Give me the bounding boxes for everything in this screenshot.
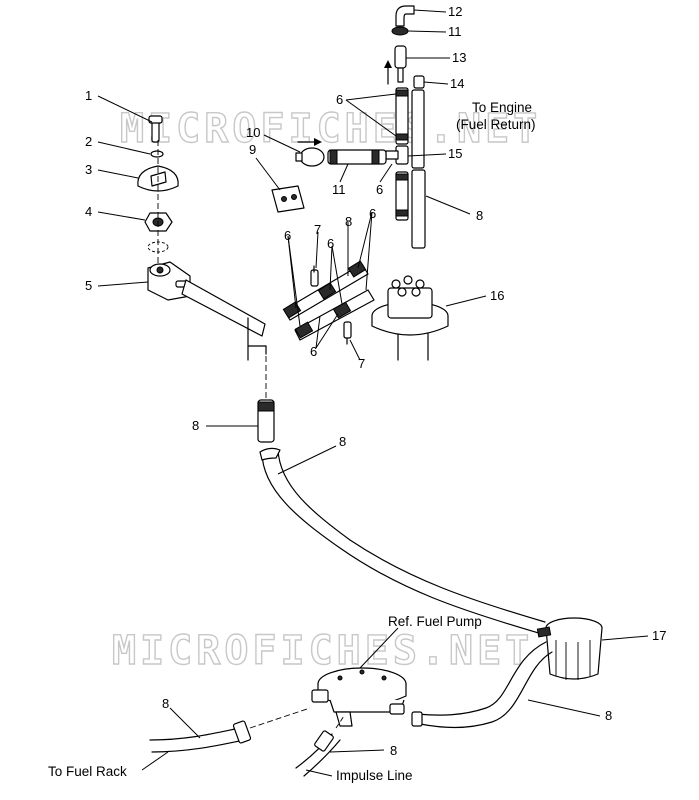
watermark-bottom: MICROFICHES.NET <box>112 628 533 674</box>
nut-part-4 <box>144 212 173 232</box>
short-hose-part-8 <box>257 399 275 443</box>
callout-15: 15 <box>448 146 462 161</box>
vertical-hose-lower-left <box>395 171 409 221</box>
callout-11-top: 11 <box>448 24 462 39</box>
impulse-line-hose <box>295 715 345 777</box>
fuel-pickup-part-16 <box>371 275 449 361</box>
callout-7-lower: 7 <box>358 356 365 371</box>
inline-filter-part-10 <box>295 147 325 167</box>
label-impulse-line: Impulse Line <box>336 768 413 783</box>
callout-10: 10 <box>246 125 260 140</box>
callout-8-short-hose: 8 <box>192 418 199 433</box>
clamp-part-11-top <box>391 26 409 36</box>
label-ref-fuel-pump: Ref. Fuel Pump <box>388 614 482 629</box>
fuel-rack-hose <box>149 707 311 753</box>
horizontal-hose-part-11 <box>327 149 387 165</box>
callout-5: 5 <box>85 278 92 293</box>
callout-6-mid-left: 6 <box>284 228 291 243</box>
hose-connector-group <box>282 260 375 341</box>
vertical-hose-part-8-right <box>411 169 426 249</box>
callout-9: 9 <box>249 142 256 157</box>
callout-12: 12 <box>448 4 462 19</box>
fuel-pump <box>311 667 407 727</box>
vertical-hose-left <box>395 87 409 145</box>
callout-4: 4 <box>85 204 92 219</box>
vertical-hose-right <box>411 89 425 169</box>
callout-16: 16 <box>490 288 504 303</box>
tee-fitting-part-7-upper <box>310 265 319 287</box>
cap-plug-part-14 <box>413 75 425 89</box>
tee-part-15 <box>385 145 409 165</box>
callout-6-mid-right: 6 <box>369 206 376 221</box>
callout-8-fuel-rack: 8 <box>162 696 169 711</box>
callout-8-filter-hose: 8 <box>605 708 612 723</box>
callout-11-hose: 11 <box>332 182 346 197</box>
check-valve-part-13 <box>394 45 407 83</box>
callout-8-vertical: 8 <box>476 208 483 223</box>
label-to-engine: To Engine <box>472 100 532 115</box>
label-to-fuel-rack: To Fuel Rack <box>48 764 127 779</box>
long-fuel-hose <box>259 447 546 635</box>
watermark-top: MICROFICHES.NET <box>120 106 541 152</box>
label-fuel-return: (Fuel Return) <box>456 117 536 132</box>
flow-arrow-up <box>384 60 392 85</box>
bracket-part-9 <box>271 185 305 213</box>
flow-arrow-right <box>297 138 322 146</box>
callout-13: 13 <box>452 50 466 65</box>
callout-7-upper: 7 <box>314 222 321 237</box>
filter-to-pump-hose <box>411 641 553 729</box>
washer-part-2 <box>150 150 164 158</box>
callout-8-impulse: 8 <box>390 743 397 758</box>
callout-6-top: 6 <box>336 92 343 107</box>
callout-3: 3 <box>85 162 92 177</box>
callout-6-hose: 6 <box>376 182 383 197</box>
callout-1: 1 <box>85 88 92 103</box>
callout-8-middle: 8 <box>345 214 352 229</box>
fuel-filter-part-17 <box>536 617 603 680</box>
callout-6-lower: 6 <box>310 344 317 359</box>
screw-part-1 <box>148 115 163 143</box>
callout-6-mid-center: 6 <box>327 236 334 251</box>
elbow-part-12 <box>395 5 415 27</box>
tee-fitting-part-7-lower <box>343 321 352 345</box>
callout-14: 14 <box>450 76 464 91</box>
callout-8-long-hose: 8 <box>339 434 346 449</box>
callout-17: 17 <box>652 628 666 643</box>
fuel-valve-part-5 <box>147 261 267 361</box>
leader-lines <box>97 9 649 777</box>
callout-2: 2 <box>85 134 92 149</box>
